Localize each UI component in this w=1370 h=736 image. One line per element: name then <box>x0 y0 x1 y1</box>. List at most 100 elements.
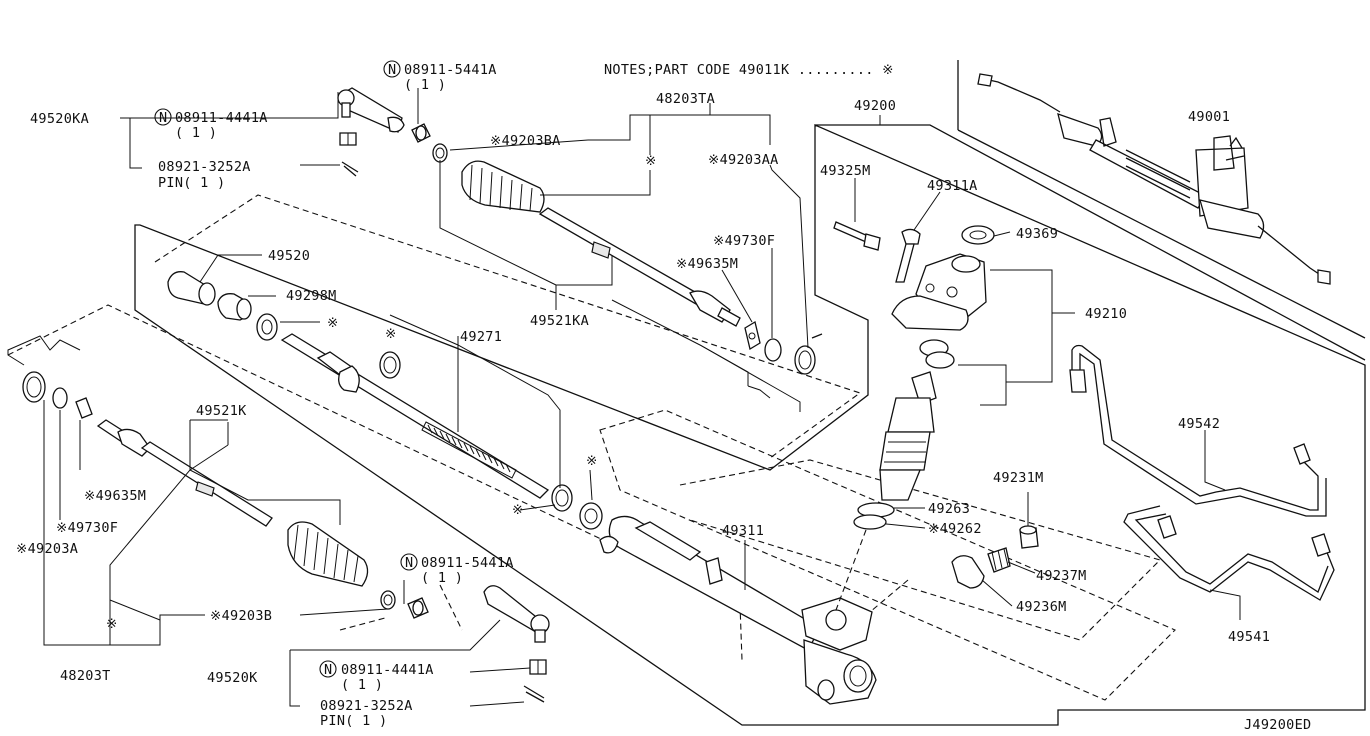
label-49311a: 49311A <box>927 178 978 194</box>
bushing-49520 <box>167 271 216 306</box>
dashed-outline-nut <box>439 584 463 631</box>
label-49730f-top: ※49730F <box>713 233 775 249</box>
bolt-49311a <box>895 228 921 283</box>
n-symbol-4: N <box>324 662 332 678</box>
label-08911-4441a-top-qty: ( 1 ) <box>175 125 217 141</box>
label-49200: 49200 <box>854 98 896 114</box>
diagram-code: J49200ED <box>1244 717 1311 733</box>
lock-plate-49635m-top <box>744 320 761 351</box>
label-mark-a: ※ <box>327 315 339 331</box>
label-49521ka: 49521KA <box>530 313 589 329</box>
label-08911-5441a-top: 08911-5441A <box>404 62 497 78</box>
cotter-pin-top <box>341 161 359 177</box>
label-49271: 49271 <box>460 329 502 345</box>
label-pin-top: PIN( 1 ) <box>158 175 225 191</box>
cotter-pin-bot <box>523 685 545 703</box>
dashed-outline-mark <box>339 617 386 631</box>
steering-gear-assembly-49001 <box>977 73 1331 285</box>
dashed-outline-lower <box>7 304 743 661</box>
label-08911-4441a-bot: 08911-4441A <box>341 662 434 678</box>
label-49520k: 49520K <box>207 670 258 686</box>
bolt-49325m <box>833 221 881 251</box>
label-mark-d: ※ <box>586 453 598 469</box>
dashed-outline-housing <box>599 409 1176 701</box>
spring-49237m <box>987 547 1011 573</box>
o-ring-49262 <box>853 514 887 530</box>
label-49001: 49001 <box>1188 109 1230 125</box>
label-49237m: 49237M <box>1036 568 1087 584</box>
boot-48203ta <box>461 160 545 213</box>
seal-ring-rack-end <box>551 484 573 512</box>
gear-housing-49311 <box>599 515 877 705</box>
clip-49203a <box>22 371 46 403</box>
main-assembly-frame <box>134 124 1366 726</box>
label-pin-bot: PIN( 1 ) <box>320 713 387 729</box>
label-08911-4441a-top: 08911-4441A <box>175 110 268 126</box>
label-49542: 49542 <box>1178 416 1220 432</box>
label-08911-5441a-bot-qty: ( 1 ) <box>421 570 463 586</box>
label-49325m: 49325M <box>820 163 871 179</box>
bushing-rack-end <box>579 502 603 530</box>
label-08921-3252a-top: 08921-3252A <box>158 159 251 175</box>
tie-rod-end-49520k <box>483 585 550 643</box>
valve-seal-ring <box>919 339 955 369</box>
washer-49730f-bot <box>52 387 68 409</box>
label-49203b: ※49203B <box>210 608 272 624</box>
rack-shaft-49271 <box>280 333 550 499</box>
lock-nut-top <box>411 123 431 143</box>
nut-symbol-n-bot <box>400 553 418 571</box>
pinion-shaft <box>879 371 937 501</box>
label-08911-4441a-bot-qty: ( 1 ) <box>341 677 383 693</box>
label-49520: 49520 <box>268 248 310 264</box>
notes-part-code: NOTES;PART CODE 49011K ......... ※ <box>604 62 894 78</box>
label-49263: 49263 <box>928 501 970 517</box>
castle-nut-top <box>339 132 357 146</box>
nut-symbol-n-top <box>383 60 401 78</box>
label-08921-3252a-bot: 08921-3252A <box>320 698 413 714</box>
clip-49203aa <box>794 333 823 375</box>
pipe-49541 <box>1123 505 1335 601</box>
castle-nut-bot <box>529 659 547 675</box>
label-49231m: 49231M <box>993 470 1044 486</box>
label-49635m-top: ※49635M <box>676 256 738 272</box>
label-49210: 49210 <box>1085 306 1127 322</box>
label-49730f-bot: ※49730F <box>56 520 118 536</box>
label-49311: 49311 <box>722 523 764 539</box>
label-mark-e: ※ <box>106 616 118 632</box>
label-49520ka: 49520KA <box>30 111 89 127</box>
dashed-outline-upper <box>154 194 862 459</box>
plug-49231m <box>1019 525 1039 549</box>
valve-body-49210 <box>891 253 987 331</box>
label-49203a: ※49203A <box>16 541 78 557</box>
snap-ring-mark <box>379 351 401 379</box>
yoke-49236m <box>951 555 985 589</box>
label-49521k: 49521K <box>196 403 247 419</box>
frame-49200-top <box>815 124 1366 361</box>
lock-nut-bot <box>407 597 429 619</box>
label-mark-b: ※ <box>385 326 397 342</box>
oil-seal-top <box>256 313 278 341</box>
pipe-49542 <box>1069 344 1327 517</box>
leader-lines <box>7 88 1241 707</box>
frame-49001-bottom <box>957 129 1366 339</box>
label-08911-5441a-bot: 08911-5441A <box>421 555 514 571</box>
dashed-outline-valve <box>679 459 1162 641</box>
label-49203aa: ※49203AA <box>708 152 779 168</box>
label-49236m: 49236M <box>1016 599 1067 615</box>
label-08911-5441a-top-qty: ( 1 ) <box>404 77 446 93</box>
label-49203ba: ※49203BA <box>490 133 561 149</box>
inner-tie-rod-49521k <box>96 419 273 527</box>
clamp-49203b <box>380 590 396 610</box>
label-mark-top: ※ <box>645 153 657 169</box>
nut-symbol-n-bot-2 <box>319 660 337 678</box>
boot-48203t <box>287 521 369 587</box>
seal-49369 <box>961 225 995 245</box>
label-49369: 49369 <box>1016 226 1058 242</box>
washer-49730f-top <box>764 338 782 362</box>
n-symbol-2: N <box>159 110 167 126</box>
label-49262: ※49262 <box>928 521 982 537</box>
n-symbol-3: N <box>405 555 413 571</box>
label-49541: 49541 <box>1228 629 1270 645</box>
bushing-49298m <box>217 293 252 321</box>
